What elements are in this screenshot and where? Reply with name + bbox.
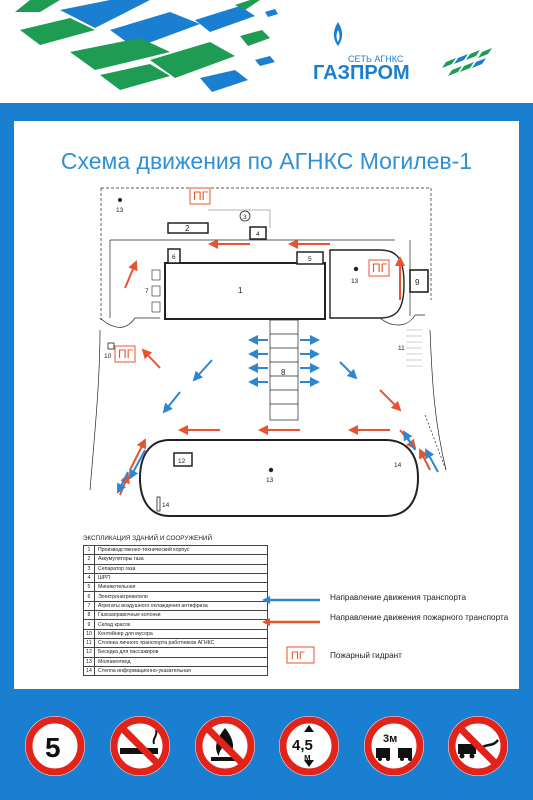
page-title: Схема движения по АГНКС Могилев-1	[60, 148, 473, 174]
separator-3: 3	[208, 209, 271, 228]
label-13b: 13	[116, 207, 124, 214]
red-arrow-icon	[262, 618, 320, 626]
hydrant-top-label: ПГ	[193, 189, 209, 203]
label-10: 10	[104, 353, 112, 360]
hydrant-icon: ПГ	[286, 646, 315, 664]
key-transport: Направление движения транспорта	[262, 592, 466, 610]
building-4: 4	[249, 226, 267, 240]
key-hydrant-text: Пожарный гидрант	[330, 651, 402, 660]
fire-route-arrows	[119, 239, 431, 496]
no-open-fire-sign-icon	[195, 716, 255, 776]
explication-title: ЭКСПЛИКАЦИЯ ЗДАНИЙ И СООРУЖЕНИЙ	[83, 535, 212, 542]
key-fire: Направление движения пожарного транспорт…	[262, 613, 508, 632]
label-1: 1	[238, 286, 243, 295]
building-6: 6	[167, 248, 181, 264]
label-3: 3	[243, 214, 247, 221]
hydrant-right: ПГ	[368, 259, 390, 277]
header-band: СЕТЬ АГНКС ГАЗПРОМ	[15, 0, 492, 92]
hydrant-top: ПГ	[189, 187, 211, 205]
brand-tiles	[442, 48, 492, 76]
brand-name: ГАЗПРОМ	[313, 62, 410, 84]
gazprom-logo: СЕТЬ АГНКС ГАЗПРОМ	[313, 22, 492, 84]
blue-arrow-icon	[262, 596, 320, 604]
key-hydrant-label: ПГ	[291, 650, 305, 662]
site-boundary	[89, 187, 447, 491]
hydrant-left-label: ПГ	[118, 347, 134, 361]
height-limit-sign-icon: 4,5 м	[279, 716, 339, 776]
label-5: 5	[308, 256, 312, 263]
label-9: 9	[415, 278, 420, 287]
label-8: 8	[281, 368, 286, 377]
decor-pattern	[15, 0, 278, 92]
label-2: 2	[185, 224, 190, 233]
lightning-rod-13-top: 13	[116, 198, 124, 214]
speed-limit-sign-icon: 5	[25, 716, 85, 776]
label-13a: 13	[351, 278, 359, 285]
label-12: 12	[178, 458, 186, 465]
height-limit-value: 4,5	[292, 737, 313, 754]
key-fire-text: Направление движения пожарного транспорт…	[330, 613, 509, 622]
distance-value: 3м	[383, 733, 397, 745]
signs-band	[0, 703, 533, 800]
speed-limit-value: 5	[45, 732, 61, 763]
hydrant-right-label: ПГ	[372, 261, 388, 275]
key-transport-text: Направление движения транспорта	[330, 593, 467, 602]
coolers-7: 7	[145, 269, 161, 313]
hydrant-left: ПГ	[114, 345, 136, 363]
building-2: 2	[167, 222, 209, 234]
label-14a: 14	[162, 502, 170, 509]
lower-island: 12 13 14 14	[138, 439, 420, 517]
no-smoking-sign-icon	[110, 716, 170, 776]
building-1: 1	[164, 262, 326, 320]
right-block: 13	[329, 249, 405, 319]
paint-store-9: 9	[409, 269, 429, 293]
min-distance-sign-icon: 3м	[364, 716, 424, 776]
brand-line: СЕТЬ АГНКС	[348, 54, 404, 64]
label-6: 6	[172, 254, 176, 261]
label-11: 11	[398, 345, 405, 352]
building-5: 5	[296, 251, 324, 265]
label-14b: 14	[394, 462, 402, 469]
height-limit-unit: м	[304, 752, 311, 762]
key-hydrant: ПГ Пожарный гидрант	[262, 646, 402, 669]
no-towing-sign-icon	[448, 716, 508, 776]
bin-10: 10	[104, 342, 115, 360]
transport-route-arrows	[117, 335, 439, 494]
label-13c: 13	[266, 477, 274, 484]
label-4: 4	[256, 231, 260, 238]
fuel-island-8: 8	[269, 319, 299, 421]
parking-11: 11	[398, 329, 422, 367]
label-7: 7	[145, 288, 149, 295]
